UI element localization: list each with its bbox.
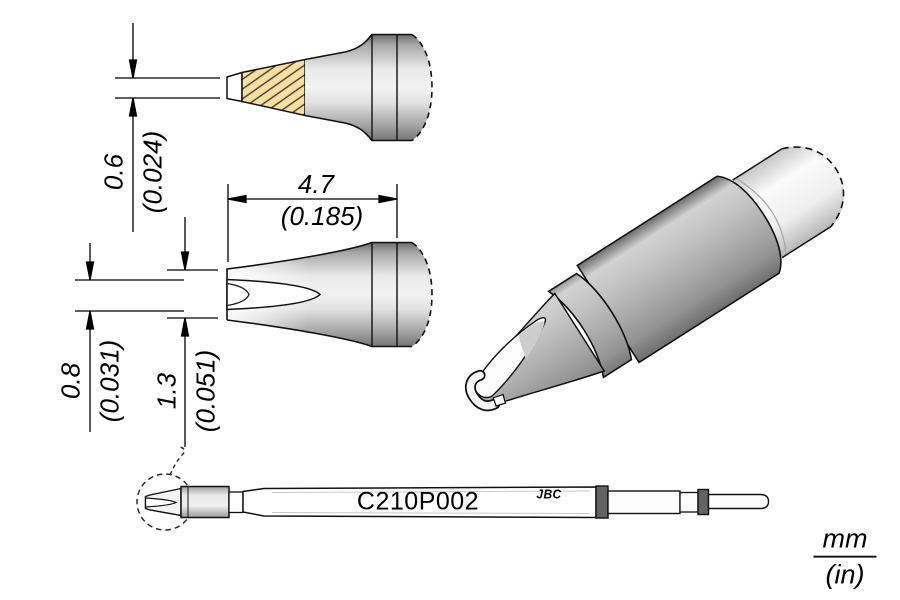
iso-collar bbox=[547, 272, 633, 379]
dimension-groove-width: 0.8 (0.031) bbox=[55, 339, 125, 423]
top-view-cone-bell bbox=[305, 34, 432, 141]
dimension-tip-length-in: (0.185) bbox=[280, 201, 364, 231]
cartridge-band-2 bbox=[697, 488, 710, 516]
iso-end-cap bbox=[732, 146, 844, 258]
dim-value-in: (0.051) bbox=[190, 349, 221, 433]
dimension-lines bbox=[75, 23, 398, 447]
iso-tip-tine bbox=[492, 393, 507, 407]
top-view-drawing bbox=[226, 33, 433, 142]
side-view-groove-inner-curve bbox=[226, 282, 250, 307]
dimension-tip-edge-thickness: 0.6 (0.024) bbox=[98, 130, 168, 214]
iso-main-cylinder bbox=[576, 175, 782, 364]
cartridge-sleeve bbox=[607, 490, 681, 515]
side-view-drawing bbox=[226, 241, 433, 348]
cartridge-band-1 bbox=[595, 485, 609, 519]
dim-value-mm: 0.6 bbox=[98, 153, 129, 191]
dimension-tip-length-mm: 4.7 bbox=[297, 169, 335, 199]
part-number-label: C210P002 bbox=[356, 487, 480, 516]
cartridge-contact-rod bbox=[707, 493, 770, 510]
top-view-hidden-edge-dashed bbox=[411, 33, 433, 142]
dim-value-mm: 1.3 bbox=[151, 372, 182, 410]
units-legend: mm (in) bbox=[813, 524, 877, 590]
units-in-label: (in) bbox=[825, 560, 865, 590]
iso-cap-hidden-edge-dashed bbox=[781, 146, 845, 227]
detail-leader-dashed bbox=[169, 446, 186, 476]
cartridge-collar bbox=[180, 485, 230, 519]
cartridge-tip-groove bbox=[144, 497, 178, 508]
dimension-tip-width: 1.3 (0.051) bbox=[151, 349, 221, 433]
dim-value-in: (0.031) bbox=[94, 339, 125, 423]
units-mm-label: mm bbox=[813, 524, 877, 558]
side-view-hidden-edge-dashed bbox=[411, 241, 433, 348]
side-view-groove bbox=[226, 278, 322, 311]
top-view-tip-face bbox=[226, 71, 243, 103]
dim-value-in: (0.024) bbox=[137, 130, 168, 214]
dim-value-mm: 0.8 bbox=[55, 362, 86, 400]
cartridge-neck bbox=[228, 491, 244, 514]
isometric-3d-view bbox=[464, 146, 845, 412]
cartridge-side-view bbox=[136, 446, 770, 531]
jbc-brand-logo: JBC bbox=[536, 486, 562, 502]
